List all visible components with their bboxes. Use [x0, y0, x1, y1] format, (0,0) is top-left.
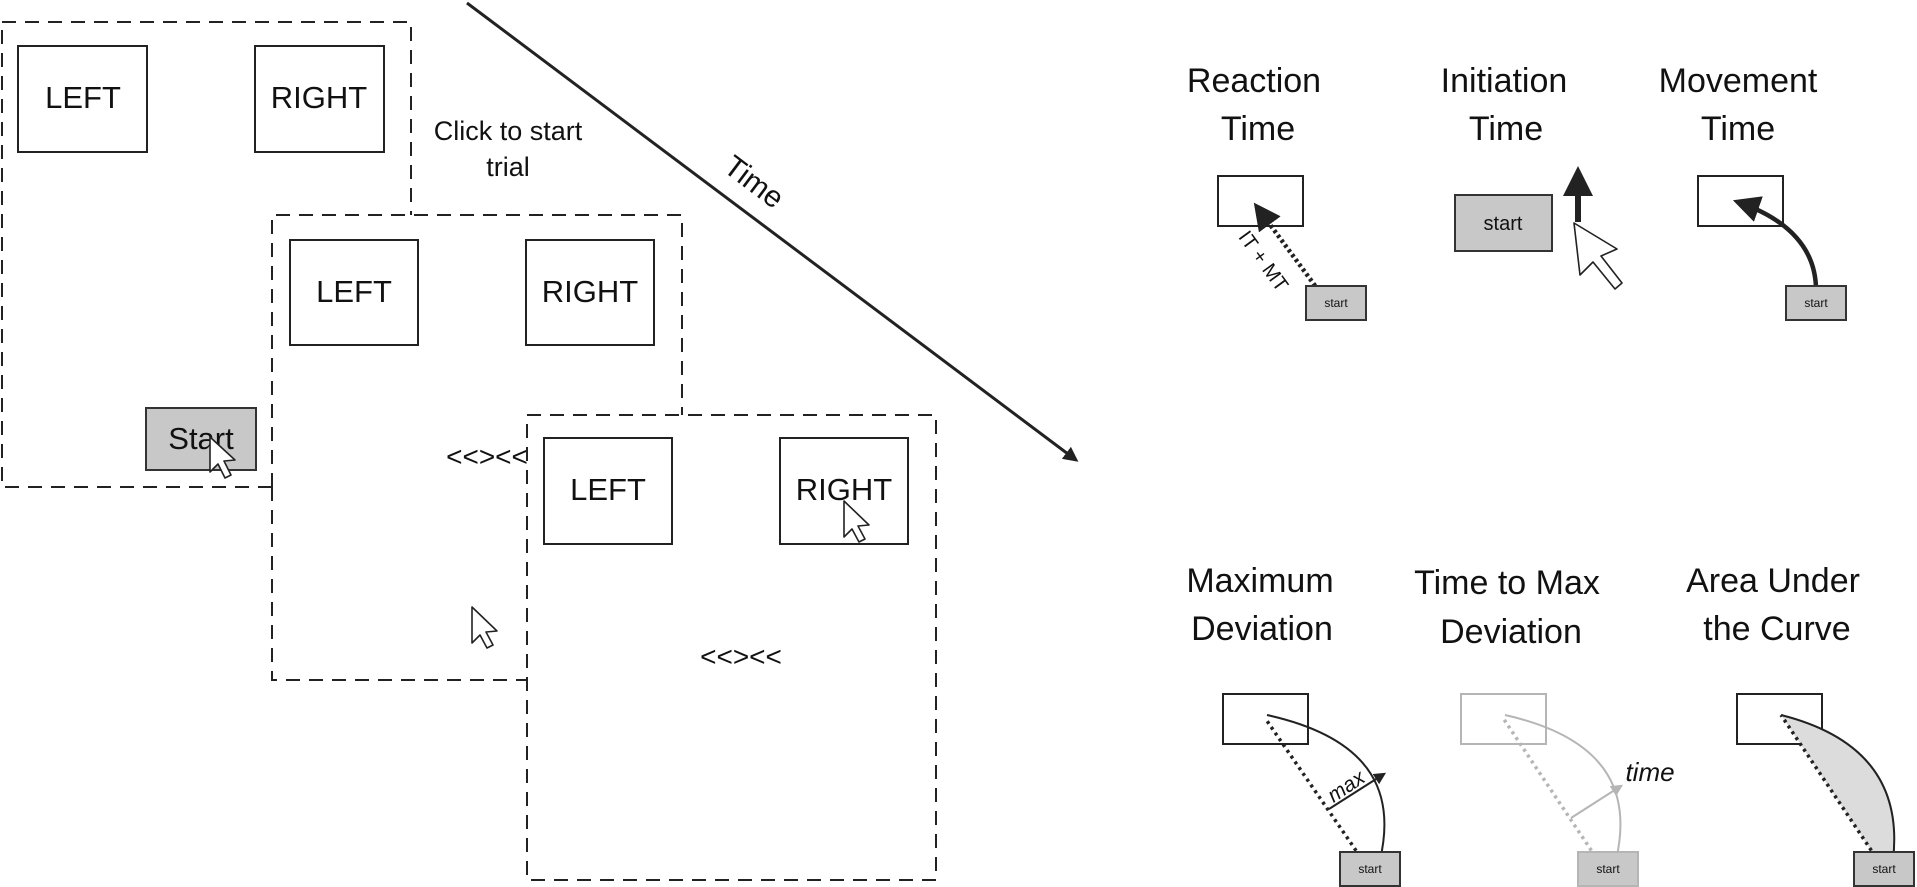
start-box-label: start	[1484, 213, 1523, 235]
start-box	[1785, 285, 1847, 321]
start-box-label: start	[1324, 296, 1348, 310]
trial-screen-cue: LEFT RIGHT <<><<	[271, 214, 683, 681]
time-label: Time	[718, 150, 790, 216]
measure-title-line1: Movement	[1659, 62, 1818, 100]
left-target-label: LEFT	[316, 274, 392, 309]
measure-title-line2: Deviation	[1191, 610, 1333, 648]
measure-title-line2: Deviation	[1440, 613, 1582, 651]
arrow-cue: <<><<	[700, 641, 782, 672]
measure-title-line2: Time	[1701, 110, 1775, 148]
trial-screen-start: LEFT RIGHT Start	[1, 21, 412, 488]
right-target-label: RIGHT	[271, 80, 368, 115]
right-target	[525, 239, 655, 346]
measure-title-line1: Time to Max	[1414, 564, 1600, 602]
left-target	[543, 437, 673, 545]
start-box	[1853, 851, 1915, 887]
cursor-icon	[209, 436, 236, 479]
instruction-line-2: trial	[486, 152, 530, 182]
measure-time-to-max-deviation: Time to Max Deviation time start	[1414, 564, 1675, 887]
start-box	[1577, 851, 1639, 887]
arrow-cue: <<><<	[446, 441, 528, 472]
measure-reaction-time: Reaction Time IT + MT start	[1187, 62, 1367, 321]
start-box	[1454, 194, 1553, 252]
start-box-label: start	[1872, 862, 1896, 876]
left-target	[17, 45, 148, 153]
trial-screen-response: LEFT RIGHT <<><<	[526, 414, 937, 881]
start-box-label: start	[1358, 862, 1382, 876]
measure-annotation: IT + MT	[1234, 227, 1292, 296]
cursor-icon	[1573, 222, 1623, 290]
measure-title-line1: Area Under	[1686, 562, 1860, 600]
instruction-line-1: Click to start	[434, 116, 583, 146]
measure-initiation-time: Initiation Time start	[1441, 62, 1623, 290]
measure-title-line2: Time	[1469, 110, 1543, 148]
left-target	[289, 239, 419, 346]
measure-movement-time: Movement Time start	[1659, 62, 1847, 321]
cursor-icon	[843, 500, 870, 543]
measure-maximum-deviation: Maximum Deviation max start	[1186, 562, 1401, 887]
start-box	[1339, 851, 1401, 887]
measure-area-under-curve: Area Under the Curve start	[1686, 562, 1915, 887]
start-button[interactable]	[145, 407, 257, 471]
target-box	[1217, 175, 1304, 227]
start-box-label: start	[1596, 862, 1620, 876]
right-target-label: RIGHT	[542, 274, 639, 309]
start-box-label: start	[1804, 296, 1828, 310]
left-target-label: LEFT	[45, 80, 121, 115]
time-arrow: Time	[466, 1, 1079, 462]
measure-annotation: max	[1323, 765, 1370, 807]
target-box	[1222, 693, 1309, 745]
measure-title-line1: Reaction	[1187, 62, 1321, 100]
start-box	[1305, 285, 1367, 321]
measure-title-line2: Time	[1221, 110, 1295, 148]
left-target-label: LEFT	[570, 472, 646, 507]
measure-annotation: time	[1625, 757, 1674, 787]
target-box	[1460, 693, 1547, 745]
measure-title-line1: Initiation	[1441, 62, 1568, 100]
cursor-icon	[471, 606, 498, 649]
measure-title-line1: Maximum	[1186, 562, 1333, 600]
measure-title-line2: the Curve	[1703, 610, 1850, 648]
area-fill	[1781, 715, 1895, 868]
right-target	[254, 45, 385, 153]
